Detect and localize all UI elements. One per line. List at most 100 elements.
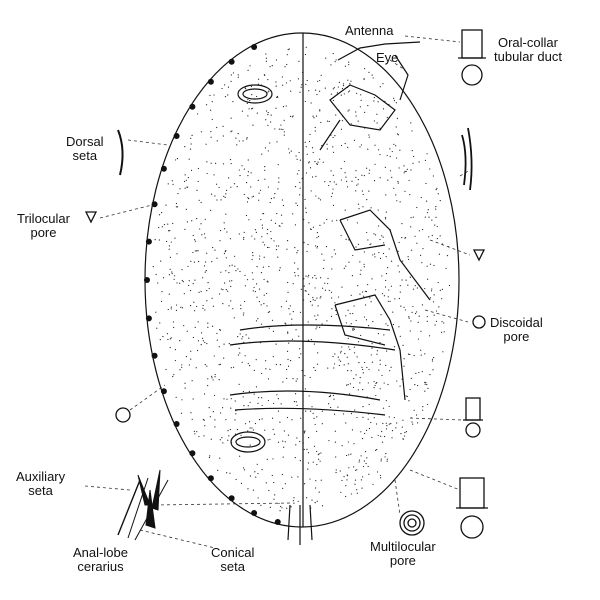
stipple-dot <box>345 265 347 267</box>
stipple-dot <box>264 147 266 149</box>
stipple-dot <box>256 296 258 298</box>
stipple-dot <box>368 71 370 73</box>
stipple-dot <box>214 373 216 376</box>
stipple-dot <box>324 87 326 89</box>
stipple-dot <box>349 348 351 350</box>
stipple-dot <box>320 479 322 481</box>
stipple-dot <box>238 169 240 171</box>
stipple-dot <box>381 275 383 277</box>
label-line: Conical <box>211 545 255 560</box>
stipple-dot <box>321 423 323 425</box>
stipple-dot <box>309 478 311 480</box>
stipple-dot <box>338 359 340 361</box>
stipple-dot <box>243 193 245 196</box>
stipple-dot <box>328 289 330 291</box>
stipple-dot <box>388 289 390 291</box>
stipple-dot <box>287 434 290 436</box>
stipple-dot <box>408 317 410 319</box>
stipple-dot <box>227 94 229 96</box>
stipple-dot <box>287 291 289 293</box>
stipple-dot <box>385 428 388 430</box>
stipple-dot <box>330 134 332 136</box>
stipple-dot <box>376 382 378 384</box>
stipple-dot <box>306 250 308 253</box>
stipple-dot <box>269 506 271 508</box>
stipple-dot <box>369 297 371 299</box>
stipple-dot <box>279 421 281 423</box>
stipple-dot <box>223 282 226 284</box>
stipple-dot <box>308 161 310 163</box>
stipple-dot <box>362 388 364 391</box>
stipple-dot <box>282 204 285 207</box>
stipple-dot <box>421 304 424 306</box>
stipple-dot <box>287 365 290 367</box>
stipple-dot <box>251 235 253 237</box>
stipple-dot <box>425 382 427 384</box>
stipple-dot <box>401 236 403 239</box>
stipple-dot <box>293 502 295 504</box>
stipple-dot <box>252 254 254 257</box>
stipple-dot <box>341 445 343 447</box>
stipple-dot <box>426 153 428 155</box>
stipple-dot <box>290 506 292 508</box>
stipple-dot <box>216 140 218 142</box>
stipple-dot <box>387 324 389 327</box>
stipple-dot <box>334 253 337 255</box>
stipple-dot <box>186 221 189 223</box>
stipple-dot <box>160 300 163 302</box>
stipple-dot <box>351 429 354 431</box>
stipple-dot <box>380 435 382 437</box>
stipple-dot <box>375 423 378 425</box>
stipple-dot <box>230 80 232 83</box>
stipple-dot <box>272 458 274 460</box>
stipple-dot <box>365 319 368 321</box>
stipple-dot <box>337 86 339 88</box>
stipple-dot <box>284 66 286 68</box>
stipple-dot <box>262 212 264 215</box>
stipple-dot <box>321 253 323 255</box>
stipple-dot <box>168 245 170 247</box>
stipple-dot <box>393 97 395 99</box>
stipple-dot <box>427 387 429 389</box>
stipple-dot <box>309 133 311 136</box>
stipple-dot <box>211 377 213 379</box>
stipple-dot <box>361 487 363 489</box>
stipple-dot <box>387 296 389 298</box>
stipple-dot <box>247 159 249 161</box>
stipple-dot <box>299 181 301 184</box>
stipple-dot <box>390 366 392 368</box>
stipple-dot <box>315 195 317 197</box>
stipple-dot <box>176 253 178 255</box>
stipple-dot <box>299 187 301 189</box>
stipple-dot <box>355 115 357 117</box>
stipple-dot <box>167 183 169 185</box>
stipple-dot <box>193 301 195 303</box>
stipple-dot <box>313 340 315 343</box>
stipple-dot <box>348 239 350 241</box>
stipple-dot <box>379 154 381 156</box>
stipple-dot <box>223 343 225 345</box>
stipple-dot <box>412 423 414 425</box>
stipple-dot <box>353 443 355 445</box>
stipple-dot <box>383 382 385 384</box>
stipple-dot <box>433 264 435 267</box>
stipple-dot <box>252 429 254 431</box>
leg-posterior <box>334 294 406 401</box>
stipple-dot <box>315 480 317 482</box>
stipple-dot <box>323 222 325 224</box>
stipple-dot <box>304 374 306 377</box>
stipple-dot <box>370 207 372 209</box>
stipple-dot <box>282 440 284 442</box>
stipple-dot <box>329 392 331 394</box>
stipple-dot <box>254 422 257 425</box>
stipple-dot <box>348 109 350 111</box>
stipple-dot <box>249 444 251 446</box>
stipple-dot <box>416 422 419 424</box>
stippling <box>152 46 451 512</box>
stipple-dot <box>321 144 323 147</box>
stipple-dot <box>246 102 248 105</box>
stipple-dot <box>211 101 213 103</box>
stipple-dot <box>350 123 352 125</box>
stipple-dot <box>253 286 255 289</box>
stipple-dot <box>252 124 254 126</box>
